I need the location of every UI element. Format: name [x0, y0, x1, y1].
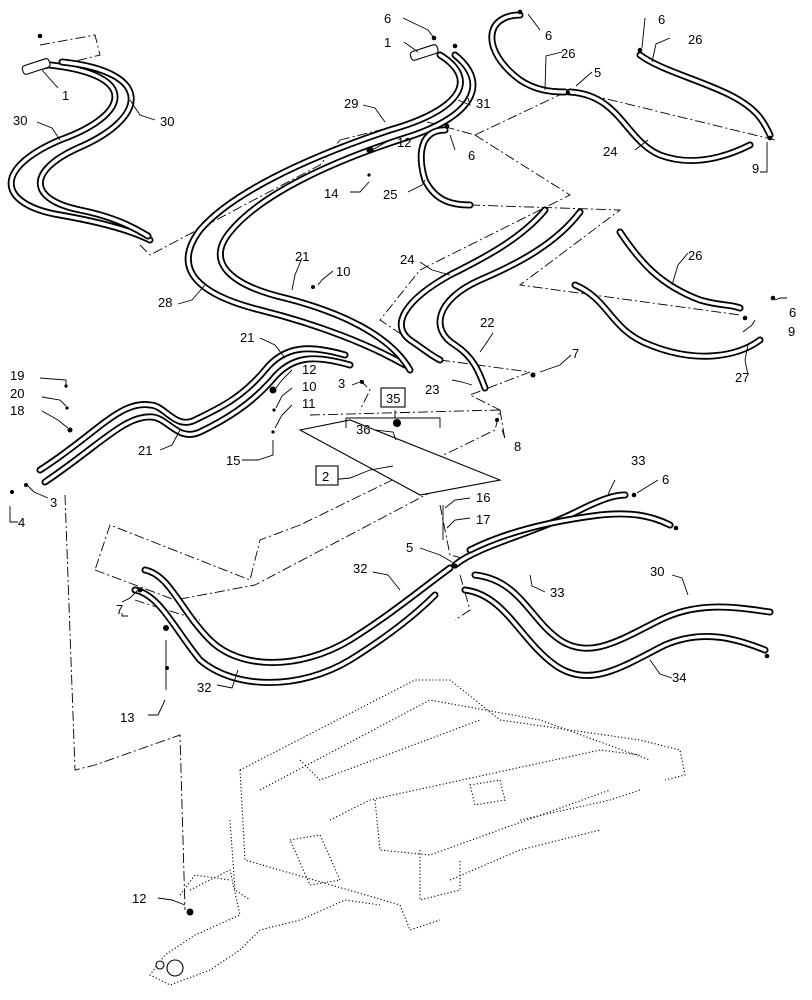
callout-9: 9 [752, 161, 759, 176]
callout-6: 6 [658, 12, 665, 27]
callout-6: 6 [468, 148, 475, 163]
callout-16: 16 [476, 490, 490, 505]
callout-21: 21 [240, 330, 254, 345]
hose-34 [461, 586, 769, 679]
callout-24: 24 [400, 252, 414, 267]
cylinder-fitting-left [21, 58, 51, 75]
callout-box-2 [315, 465, 339, 486]
hose-26-mid [616, 228, 744, 312]
callout-30: 30 [160, 114, 174, 129]
callout-33: 33 [550, 585, 564, 600]
hose-27 [571, 281, 764, 360]
callout-32: 32 [197, 680, 211, 695]
fitting-36 [393, 419, 401, 427]
callout-33: 33 [631, 453, 645, 468]
callout-6: 6 [384, 11, 391, 26]
callout-1: 1 [384, 35, 391, 50]
cylinder-fitting-center [409, 44, 439, 61]
callout-34: 34 [672, 670, 686, 685]
clamp-12-mid [269, 386, 277, 394]
callout-14: 14 [324, 186, 338, 201]
callout-28: 28 [158, 295, 172, 310]
callout-17: 17 [476, 512, 490, 527]
callout-13: 13 [120, 710, 134, 725]
hose-25 [417, 126, 474, 209]
callout-29: 29 [344, 96, 358, 111]
hose-24-top [566, 88, 754, 164]
callout-19: 19 [10, 368, 24, 383]
callout-8: 8 [514, 439, 521, 454]
callout-27: 27 [735, 370, 749, 385]
callout-5: 5 [406, 540, 413, 555]
callout-26: 26 [688, 32, 702, 47]
callout-30: 30 [650, 564, 664, 579]
callout-3: 3 [50, 495, 57, 510]
callout-6: 6 [545, 28, 552, 43]
callout-7: 7 [572, 346, 579, 361]
machine-frame [149, 679, 686, 986]
callout-25: 25 [383, 187, 397, 202]
callout-12: 12 [132, 891, 146, 906]
callout-10: 10 [336, 264, 350, 279]
callout-36: 36 [356, 422, 370, 437]
callout-labels: 1 1 2 3 3 4 5 5 6 6 6 6 6 6 7 7 8 9 9 10… [10, 11, 796, 906]
callout-10: 10 [302, 379, 316, 394]
callout-15: 15 [226, 453, 240, 468]
callout-12: 12 [302, 362, 316, 377]
callout-1: 1 [62, 88, 69, 103]
callout-18: 18 [10, 403, 24, 418]
callout-9: 9 [788, 324, 795, 339]
hose-33-upper [451, 491, 629, 569]
callout-4: 4 [18, 515, 25, 530]
callout-21: 21 [295, 249, 309, 264]
leader-lines [9, 13, 787, 906]
callout-24: 24 [603, 144, 617, 159]
callout-31: 31 [476, 96, 490, 111]
callout-3: 3 [338, 376, 345, 391]
callout-5: 5 [594, 65, 601, 80]
callout-11: 11 [302, 396, 316, 411]
fittings [10, 9, 776, 916]
callout-30: 30 [13, 113, 27, 128]
hose-30-b [36, 58, 152, 240]
callout-box-35 [380, 387, 406, 408]
callout-6: 6 [789, 305, 796, 320]
callout-7: 7 [116, 602, 123, 617]
callout-32: 32 [353, 561, 367, 576]
hose-28 [184, 51, 464, 369]
callout-26: 26 [561, 46, 575, 61]
callout-26: 26 [688, 248, 702, 263]
callout-22: 22 [480, 315, 494, 330]
callout-23: 23 [425, 382, 439, 397]
callout-2: 2 [322, 469, 329, 484]
callout-20: 20 [10, 386, 24, 401]
callout-21: 21 [138, 443, 152, 458]
clamp-13 [163, 625, 169, 631]
hoses [7, 11, 774, 686]
callout-35: 35 [386, 391, 400, 406]
callout-12: 12 [397, 135, 411, 150]
bracket-plate [298, 419, 502, 496]
clamp-12-upper [366, 146, 374, 154]
hose-26-top [488, 11, 569, 96]
clamp-12-lower [186, 908, 194, 916]
callout-6: 6 [662, 472, 669, 487]
